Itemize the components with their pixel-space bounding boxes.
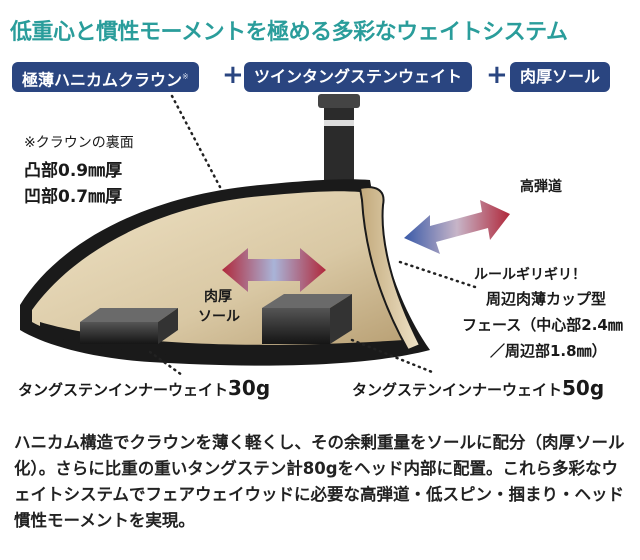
rule-limit-label: ルールギリギリ！ — [474, 267, 586, 283]
headline: 低重心と慣性モーメントを極める多彩なウェイトシステム — [10, 20, 568, 45]
feature-pill-weight: ツインタングステンウェイト — [244, 62, 473, 92]
feature-pill-sole: 肉厚ソール — [510, 62, 611, 92]
feature-label-crown: 極薄ハニカムクラウン — [22, 70, 183, 90]
weight-right-label: タングステンインナーウェイト50g — [352, 376, 604, 400]
thick-sole-label-1: 肉厚 — [204, 289, 232, 305]
weight-right-value: 50g — [562, 376, 605, 400]
weight-left-text: タングステンインナーウェイト — [18, 381, 229, 399]
feature-pill-crown: 極薄ハニカムクラウン※ — [12, 62, 199, 92]
thick-sole — [40, 322, 410, 360]
leader-lines — [148, 94, 480, 377]
tungsten-weight-30g — [80, 308, 178, 344]
feature-note-mark: ※ — [182, 72, 189, 81]
weight-left-value: 30g — [228, 376, 271, 400]
weight-left-label: タングステンインナーウェイト30g — [18, 376, 270, 400]
description-paragraph: ハニカム構造でクラウンを薄く軽くし、その余剰重量をソールに配分（肉厚ソール化）。… — [14, 433, 625, 530]
crown-note-title: ※クラウンの裏面 — [24, 135, 134, 151]
face-desc-line-3: ／周辺部1.8㎜） — [490, 342, 607, 360]
tungsten-weight-50g — [262, 294, 352, 344]
crown-convex-thickness: 凸部0.9㎜厚 — [24, 161, 123, 181]
club-head-illustration — [20, 94, 510, 377]
cup-face — [358, 186, 422, 352]
high-launch-label: 高弾道 — [520, 179, 562, 195]
thick-sole-label-2: ソール — [198, 309, 240, 325]
face-flex-arrow — [404, 200, 510, 254]
crown-concave-thickness: 凹部0.7㎜厚 — [24, 187, 123, 207]
feature-label-weight: ツインタングステンウェイト — [254, 67, 463, 86]
plus-sign-2: + — [486, 60, 508, 90]
plus-sign-1: + — [222, 60, 244, 90]
feature-label-sole: 肉厚ソール — [520, 67, 601, 86]
face-desc-line-1: 周辺肉薄カップ型 — [486, 290, 607, 308]
high-launch-arrow — [222, 248, 326, 292]
face-desc-line-2: フェース（中心部2.4㎜ — [462, 316, 623, 334]
weight-right-text: タングステンインナーウェイト — [352, 381, 563, 399]
